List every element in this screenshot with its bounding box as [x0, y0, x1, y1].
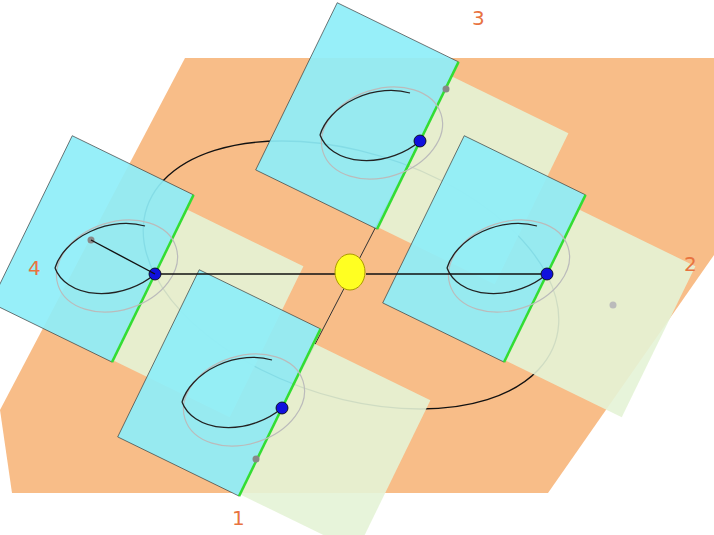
sun-line [161, 273, 336, 275]
earth-panel [383, 136, 703, 419]
callout-number: 2 [684, 254, 697, 274]
callout-number: 4 [28, 258, 41, 278]
earth-panel [118, 270, 438, 535]
sun [335, 254, 365, 290]
sun-line [366, 273, 541, 275]
callout-number: 1 [232, 508, 245, 528]
axis-line [91, 240, 155, 274]
callout-number: 3 [472, 8, 485, 28]
